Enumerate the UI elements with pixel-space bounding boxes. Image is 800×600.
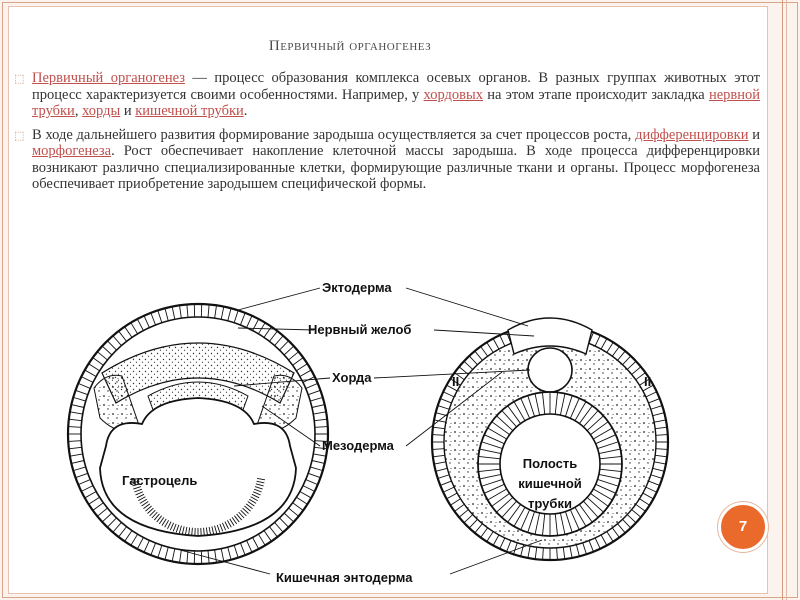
label-mesoderm: Мезодерма (322, 438, 395, 453)
paragraph1-text-d: и (120, 103, 135, 119)
slide-title: Первичный органогенез (0, 38, 700, 55)
label-gut-endoderm: Кишечная энтодерма (276, 570, 413, 585)
label-gastrocoel: Гастроцель (122, 473, 197, 488)
left-embryo-gastrula: Гастроцель (68, 304, 328, 564)
link-notochord[interactable]: хорды (82, 103, 120, 119)
embryo-cross-section-diagram: Гастроцель II II Полость кишечной трубки… (30, 268, 770, 598)
bullet-icon: ⬚ (14, 128, 24, 142)
marker-left: II (452, 374, 459, 389)
label-gut-cavity-line1: Полость (523, 456, 577, 471)
label-ectoderm: Эктодерма (322, 280, 392, 295)
link-gut-tube[interactable]: кишечной трубки (135, 103, 244, 119)
leader-ectoderm-left (238, 288, 320, 310)
label-gut-cavity-line2: кишечной (518, 476, 582, 491)
slide-right-rule-secondary (786, 0, 787, 600)
paragraph2-text-c: . Рост обеспечивает накопление клеточной… (32, 143, 760, 192)
paragraph1-text-b: на этом этапе происходит закладка (483, 87, 709, 103)
bullet-icon: ⬚ (14, 71, 24, 85)
label-neural-groove: Нервный желоб (308, 322, 411, 337)
leader-ectoderm-right (406, 288, 528, 326)
paragraph-primary-organogenesis: ⬚ Первичный органогенез — процесс образо… (14, 70, 760, 120)
link-morphogenesis[interactable]: морфогенеза (32, 143, 111, 159)
paragraph-further-development: ⬚ В ходе дальнейшего развития формирован… (14, 127, 760, 193)
marker-right: II (644, 374, 651, 389)
link-differentiation[interactable]: дифференцировки (635, 127, 748, 143)
right-notochord (528, 348, 572, 392)
right-embryo-neurula: II II Полость кишечной трубки (432, 318, 668, 560)
link-chordates[interactable]: хордовых (424, 87, 483, 103)
paragraph1-text-c: , (75, 103, 82, 119)
page-number-badge: 7 (718, 502, 768, 552)
label-notochord: Хорда (332, 370, 372, 385)
link-primary-organogenesis[interactable]: Первичный органогенез (32, 70, 185, 86)
slide-body: ⬚ Первичный органогенез — процесс образо… (14, 70, 760, 200)
slide-right-rule (782, 0, 783, 600)
paragraph2-text-a: В ходе дальнейшего развития формирование… (32, 127, 635, 143)
paragraph2-text-b: и (748, 127, 760, 143)
label-gut-cavity-line3: трубки (528, 496, 572, 511)
paragraph1-text-e: . (244, 103, 248, 119)
